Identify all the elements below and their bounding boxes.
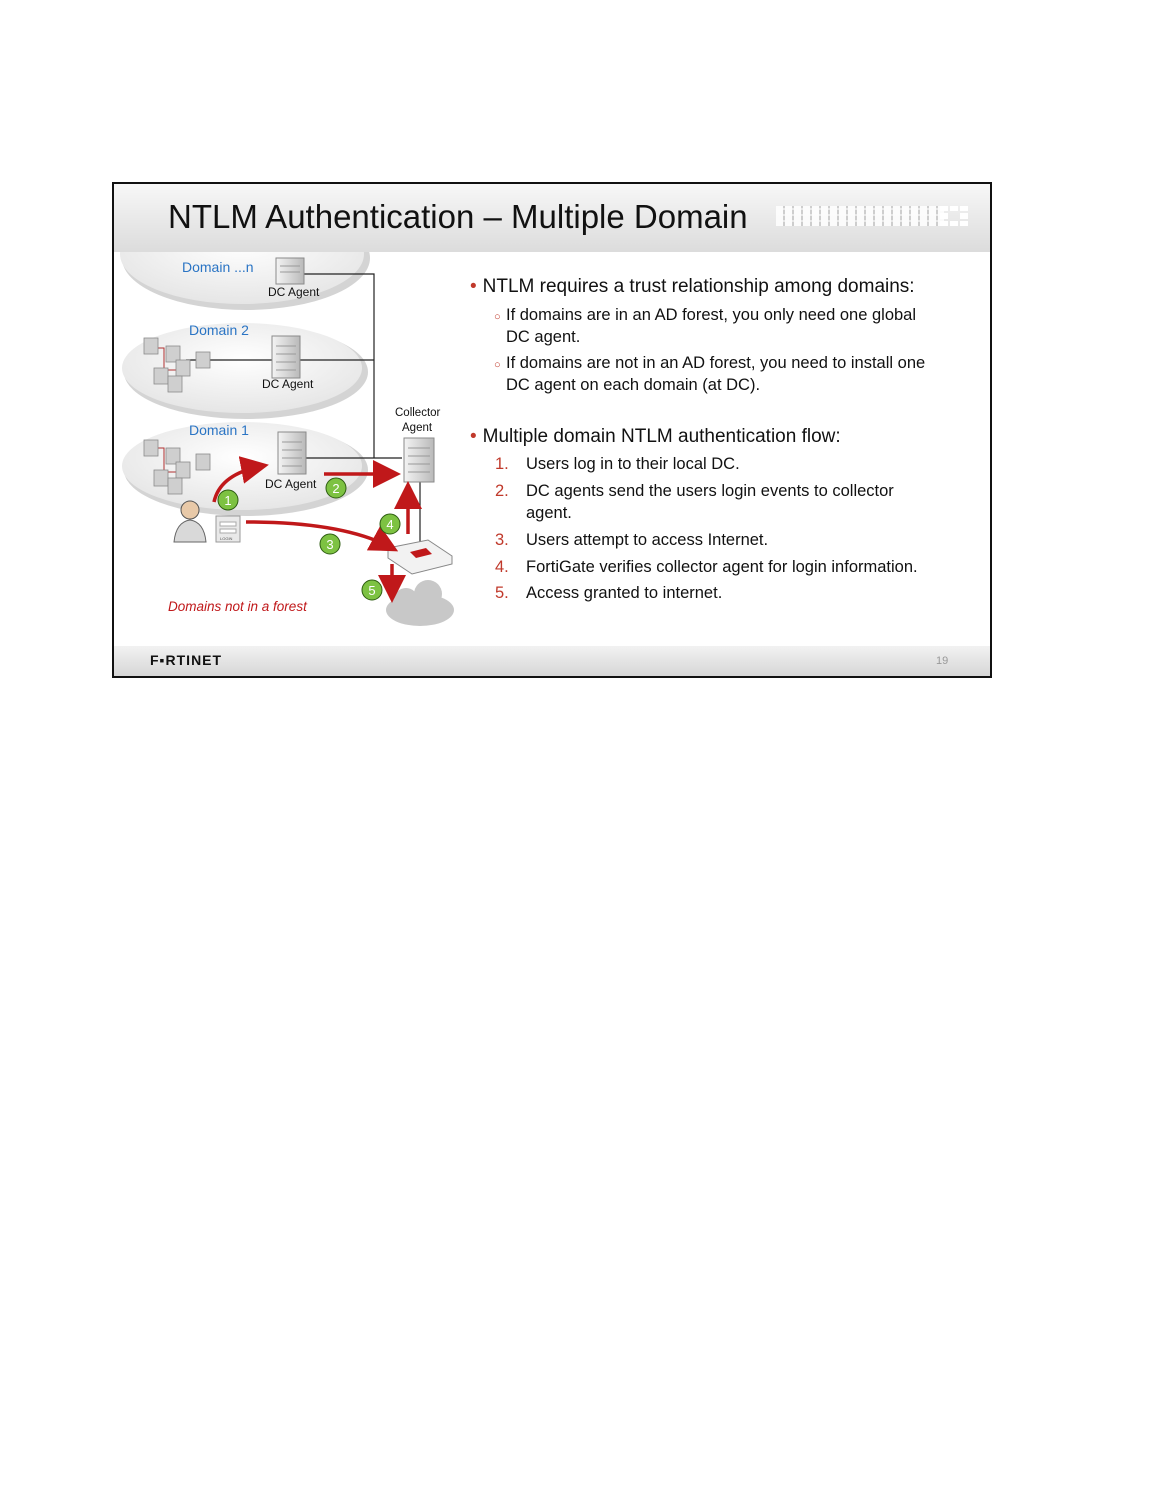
bullet-dot: • (470, 276, 477, 297)
dc-agent-server-2-icon (272, 336, 300, 378)
title-bar: NTLM Authentication – Multiple Domain (114, 184, 990, 252)
step-circle-5: 5 (362, 580, 382, 600)
login-label: LOGIN (220, 536, 233, 541)
step-circle-2: 2 (326, 478, 346, 498)
fortinet-logo: F▪RTINET (150, 652, 222, 668)
flow-num-2: 2. (495, 482, 509, 501)
bullet-dot: • (470, 426, 477, 447)
slide-footer: F▪RTINET 19 (114, 646, 990, 676)
dc-agent-1-label: DC Agent (265, 477, 317, 491)
svg-text:1: 1 (224, 493, 231, 508)
domain-n-label: Domain ...n (182, 259, 254, 275)
svg-text:5: 5 (368, 583, 375, 598)
flow-step-2: DC agents send the users login events to… (526, 480, 894, 524)
domain-2-label: Domain 2 (189, 322, 249, 338)
flow-step-5: Access granted to internet. (526, 582, 722, 604)
internet-cloud-icon (386, 580, 454, 626)
flow-num-3: 3. (495, 531, 509, 550)
bullet-flow: •Multiple domain NTLM authentication flo… (470, 426, 841, 448)
step-circle-1: 1 (218, 490, 238, 510)
slide-title: NTLM Authentication – Multiple Domain (168, 198, 748, 236)
dc-agent-server-1-icon (278, 432, 306, 474)
flow-step-1: Users log in to their local DC. (526, 453, 740, 475)
sub-bullet-circle: ○ (494, 354, 501, 376)
flow-num-1: 1. (495, 455, 509, 474)
collector-label-2: Agent (402, 422, 433, 434)
dc-agent-2-label: DC Agent (262, 377, 314, 391)
domain-1-label: Domain 1 (189, 422, 249, 438)
dc-agent-server-n-icon (276, 258, 304, 284)
svg-text:4: 4 (386, 517, 393, 532)
flow-step-3: Users attempt to access Internet. (526, 529, 768, 551)
dc-agent-n-label: DC Agent (268, 285, 320, 299)
flow-num-4: 4. (495, 558, 509, 577)
title-decoration (776, 206, 944, 226)
step-circle-4: 4 (380, 514, 400, 534)
slide: NTLM Authentication – Multiple Domain (112, 182, 992, 678)
flow-num-5: 5. (495, 584, 509, 603)
page-number: 19 (936, 655, 948, 667)
svg-text:2: 2 (332, 481, 339, 496)
fortinet-mark-icon (940, 206, 968, 226)
bullet-trust: •NTLM requires a trust relationship amon… (470, 276, 915, 298)
collector-label-1: Collector (395, 407, 441, 419)
forest-note: Domains not in a forest (168, 599, 308, 614)
fortigate-icon (388, 540, 452, 574)
sub-bullet-circle: ○ (494, 306, 501, 328)
network-diagram: LOGIN 1 2 3 (114, 252, 466, 646)
svg-text:3: 3 (326, 537, 333, 552)
sub-bullet-no-forest: ○ If domains are not in an AD forest, yo… (506, 352, 925, 396)
step-circle-3: 3 (320, 534, 340, 554)
sub-bullet-forest: ○ If domains are in an AD forest, you on… (506, 304, 916, 348)
flow-step-4: FortiGate verifies collector agent for l… (526, 556, 918, 578)
collector-agent-server-icon (404, 438, 434, 482)
